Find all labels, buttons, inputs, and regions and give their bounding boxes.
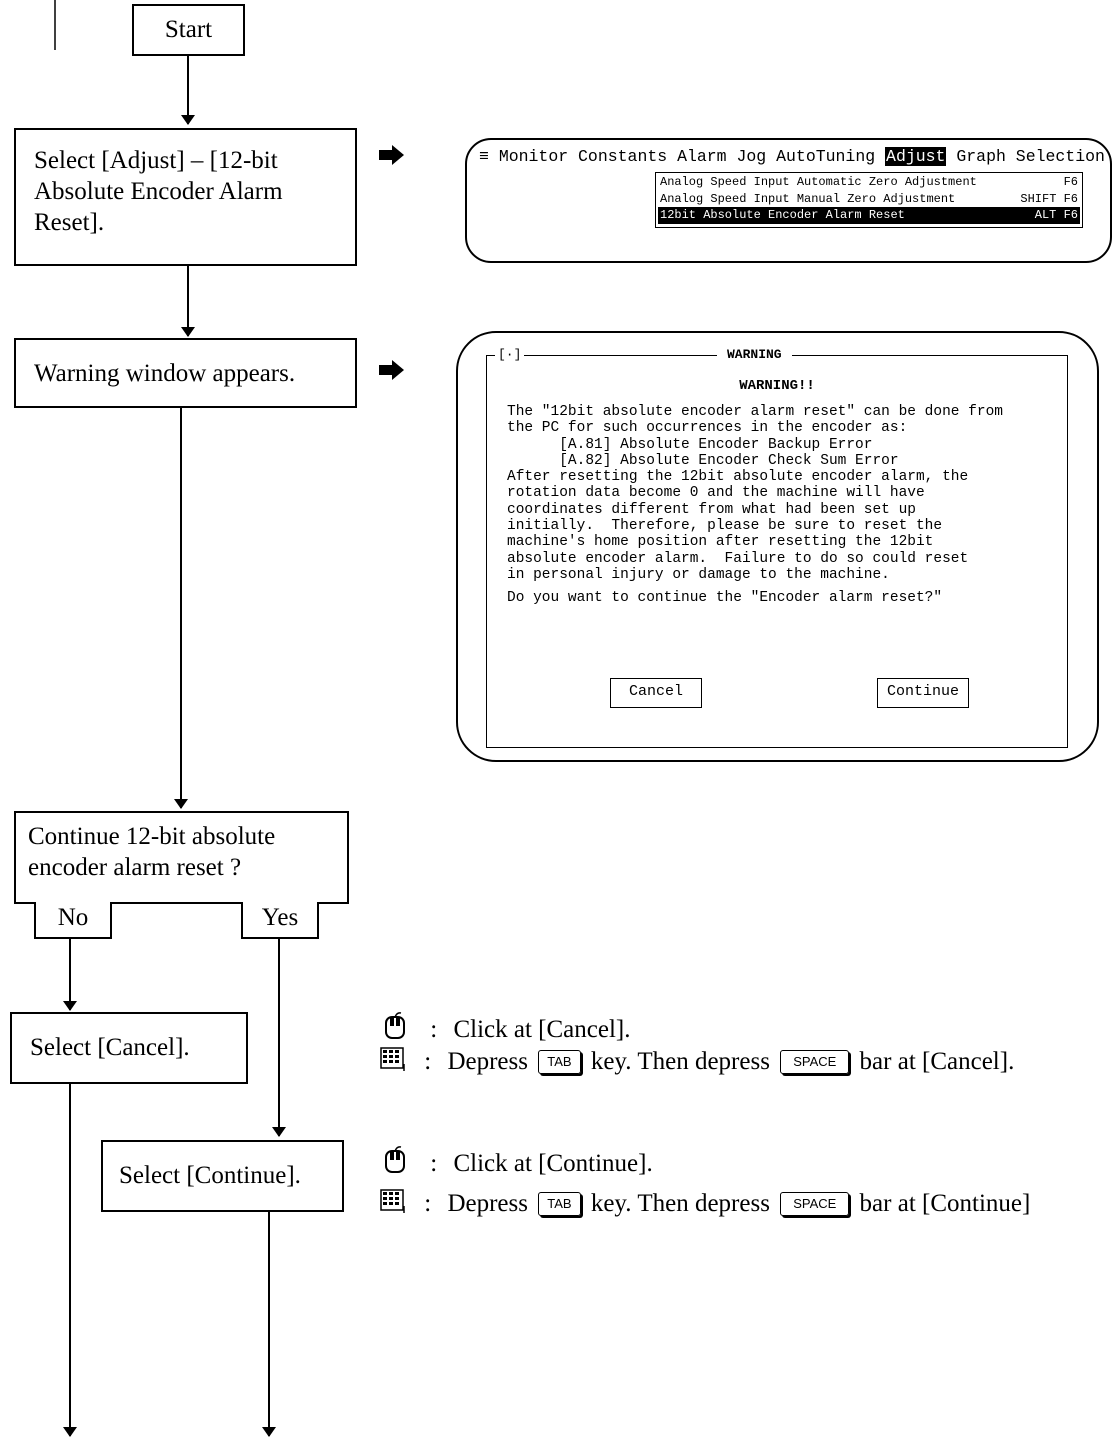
legend-continue-then: key. Then depress bbox=[590, 1190, 770, 1217]
no-branch-box: No bbox=[34, 902, 112, 939]
warning-screen: [·] WARNING WARNING!! The "12bit absolut… bbox=[456, 331, 1099, 762]
cancel-button[interactable]: Cancel bbox=[610, 678, 702, 708]
dialog-body-line: in personal injury or damage to the mach… bbox=[507, 566, 890, 583]
adjust-dropdown: Analog Speed Input Automatic Zero Adjust… bbox=[655, 172, 1083, 228]
tab-key-icon: TAB bbox=[538, 1050, 581, 1074]
warning-window-box: Warning window appears. bbox=[14, 338, 357, 408]
space-key-icon: SPACE bbox=[780, 1192, 850, 1216]
dialog-body-line: [A.82] Absolute Encoder Check Sum Error bbox=[507, 452, 899, 469]
dialog-close-box[interactable]: [·] bbox=[495, 346, 525, 364]
menu-autotuning[interactable]: AutoTuning bbox=[776, 147, 876, 166]
select-cancel-label: Select [Cancel]. bbox=[30, 1034, 190, 1061]
dialog-body-line: The "12bit absolute encoder alarm reset"… bbox=[507, 404, 1003, 420]
system-menu-icon[interactable]: ≡ bbox=[479, 147, 489, 166]
no-label: No bbox=[57, 904, 89, 931]
dialog-body-line: machine's home position after resetting … bbox=[507, 534, 934, 551]
mouse-icon bbox=[385, 1146, 405, 1173]
keyboard-icon bbox=[380, 1047, 405, 1071]
dialog-title-bar: [·] WARNING bbox=[487, 346, 1067, 364]
legend-separator: : bbox=[424, 1190, 432, 1217]
menu-constants[interactable]: Constants bbox=[578, 147, 668, 166]
legend-cancel-depress: Depress bbox=[447, 1048, 528, 1075]
menu-bar: ≡ Monitor Constants Alarm Jog AutoTuning… bbox=[479, 146, 1105, 168]
dialog-body-line: rotation data become 0 and the machine w… bbox=[507, 485, 925, 502]
legend-separator: : bbox=[430, 1016, 438, 1043]
legend-cancel-mouse-text: Click at [Cancel]. bbox=[453, 1016, 631, 1043]
dialog-body-line: coordinates different from what had been… bbox=[507, 501, 916, 518]
menu-graph[interactable]: Graph bbox=[956, 147, 1006, 166]
dropdown-item-label: Analog Speed Input Automatic Zero Adjust… bbox=[660, 175, 977, 189]
legend-cancel-mouse: : Click at [Cancel]. bbox=[384, 1012, 630, 1045]
dialog-body-line: After resetting the 12bit absolute encod… bbox=[507, 469, 969, 486]
dialog-body-line: [A.81] Absolute Encoder Backup Error bbox=[507, 436, 873, 453]
legend-separator: : bbox=[430, 1150, 438, 1177]
select-adjust-label: Select [Adjust] – [12-bit Absolute Encod… bbox=[34, 147, 283, 236]
right-arrow-icon-2 bbox=[379, 360, 404, 380]
select-continue-label: Select [Continue]. bbox=[119, 1162, 301, 1189]
menu-jog[interactable]: Jog bbox=[736, 147, 767, 166]
dropdown-item-shortcut: F6 bbox=[1063, 175, 1078, 189]
legend-separator: : bbox=[424, 1048, 432, 1075]
dialog-body-line: absolute encoder alarm. Failure to do so… bbox=[507, 550, 969, 567]
dropdown-item-shortcut: ALT F6 bbox=[1034, 208, 1078, 222]
legend-continue-bar: bar at [Continue] bbox=[859, 1190, 1031, 1217]
legend-cancel-keyboard: : Depress TAB key. Then depress SPACE ba… bbox=[380, 1046, 1014, 1077]
tab-key-icon: TAB bbox=[538, 1192, 581, 1216]
dropdown-item-auto-zero[interactable]: Analog Speed Input Automatic Zero Adjust… bbox=[660, 174, 1078, 191]
legend-continue-mouse-text: Click at [Continue]. bbox=[453, 1150, 653, 1177]
dialog-heading: WARNING!! bbox=[739, 378, 815, 394]
right-arrow-icon-1 bbox=[379, 145, 404, 165]
yes-label: Yes bbox=[261, 904, 299, 931]
legend-cancel-then: key. Then depress bbox=[590, 1048, 770, 1075]
legend-cancel-bar: bar at [Cancel]. bbox=[859, 1048, 1015, 1075]
decision-label: Continue 12-bit absolute encoder alarm r… bbox=[28, 823, 276, 881]
select-cancel-box: Select [Cancel]. bbox=[10, 1012, 248, 1084]
legend-continue-depress: Depress bbox=[447, 1190, 528, 1217]
menu-monitor[interactable]: Monitor bbox=[498, 147, 569, 166]
warning-dialog-frame: [·] WARNING WARNING!! The "12bit absolut… bbox=[486, 346, 1068, 748]
dialog-question: Do you want to continue the "Encoder ala… bbox=[507, 590, 943, 607]
start-label: Start bbox=[164, 16, 213, 43]
menu-selection[interactable]: Selection bbox=[1015, 147, 1105, 166]
warning-window-label: Warning window appears. bbox=[34, 360, 296, 387]
select-adjust-box: Select [Adjust] – [12-bit Absolute Encod… bbox=[14, 128, 357, 266]
dialog-title: WARNING bbox=[717, 346, 792, 364]
dialog-body: The "12bit absolute encoder alarm reset"… bbox=[507, 404, 1003, 607]
mouse-icon bbox=[385, 1012, 405, 1039]
dialog-body-line: the PC for such occurrences in the encod… bbox=[507, 420, 908, 437]
dialog-body-line: initially. Therefore, please be sure to … bbox=[507, 518, 943, 535]
yes-branch-box: Yes bbox=[241, 902, 319, 939]
menu-adjust[interactable]: Adjust bbox=[885, 147, 947, 166]
menu-screen: ≡ Monitor Constants Alarm Jog AutoTuning… bbox=[465, 138, 1112, 263]
start-box: Start bbox=[132, 4, 245, 56]
dropdown-item-manual-zero[interactable]: Analog Speed Input Manual Zero Adjustmen… bbox=[660, 191, 1078, 208]
decision-box: Continue 12-bit absolute encoder alarm r… bbox=[14, 811, 349, 904]
continue-button[interactable]: Continue bbox=[877, 678, 969, 708]
menu-alarm[interactable]: Alarm bbox=[677, 147, 727, 166]
dropdown-item-alarm-reset[interactable]: 12bit Absolute Encoder Alarm Reset ALT F… bbox=[658, 207, 1080, 224]
dropdown-item-label: Analog Speed Input Manual Zero Adjustmen… bbox=[660, 191, 956, 206]
keyboard-icon bbox=[380, 1189, 405, 1213]
dropdown-item-label: 12bit Absolute Encoder Alarm Reset bbox=[660, 208, 905, 222]
space-key-icon: SPACE bbox=[780, 1050, 850, 1074]
select-continue-box: Select [Continue]. bbox=[101, 1140, 344, 1212]
legend-continue-keyboard: : Depress TAB key. Then depress SPACE ba… bbox=[380, 1188, 1030, 1219]
dropdown-item-shortcut: SHIFT F6 bbox=[1020, 191, 1078, 206]
legend-continue-mouse: : Click at [Continue]. bbox=[384, 1146, 653, 1179]
